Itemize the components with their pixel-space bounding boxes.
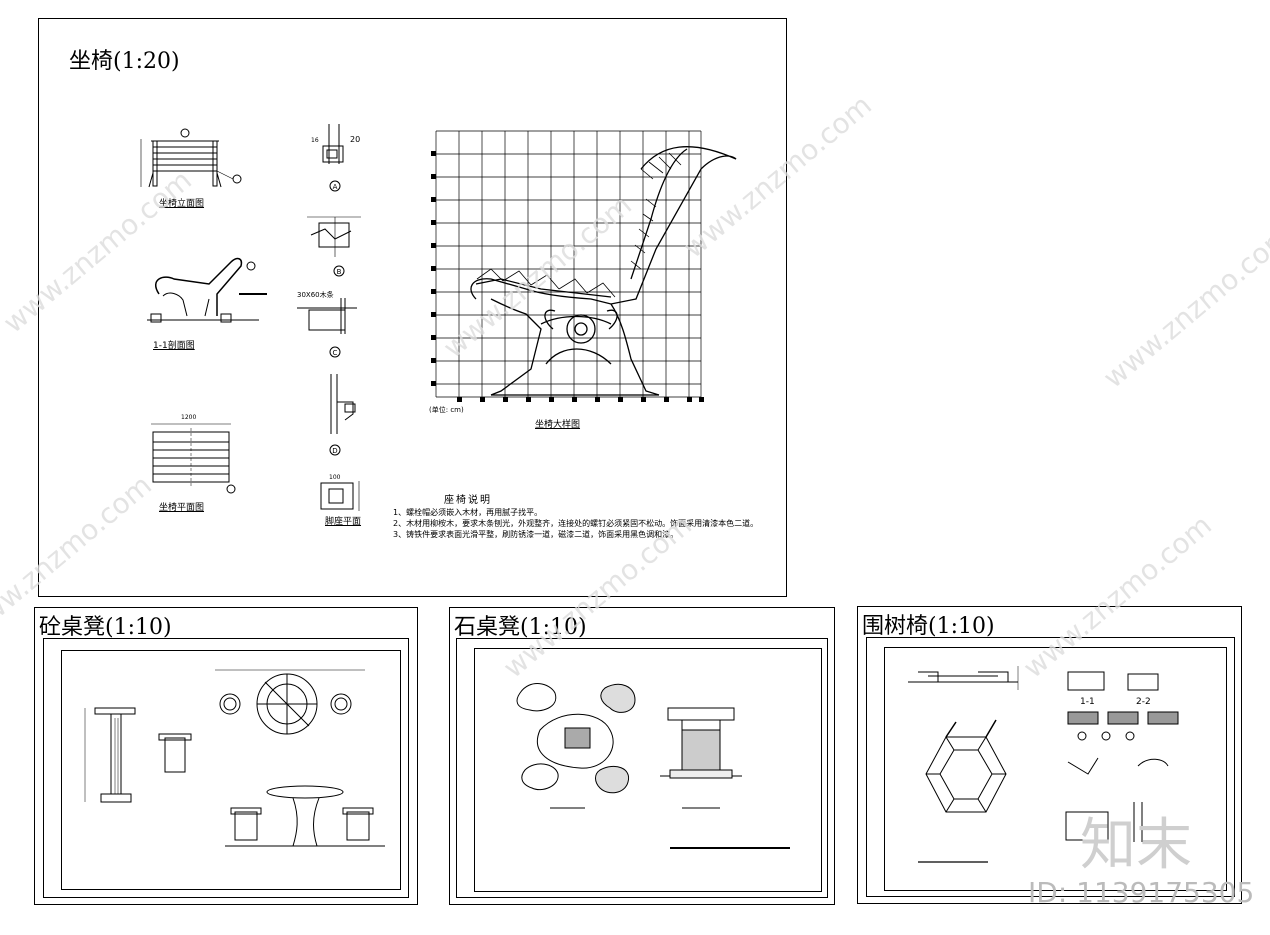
detail-c-dim: 30X60木条 (297, 291, 334, 299)
bench-plan-drawing (151, 423, 236, 494)
tree-bench-drawings (908, 666, 1179, 863)
notes-block: 1、螺栓帽必须嵌入木材，再用腻子找平。 2、木材用柳桉木，要求木条刨光，外观整齐… (393, 507, 758, 540)
tree-inner-frame (866, 637, 1235, 897)
stone-table-sheet: 石桌凳(1:10) (449, 607, 835, 905)
tree-label-2-2: 2-2 (1136, 697, 1151, 707)
foot-plan-dim: 100 (329, 474, 341, 481)
detail-b-drawing: B (307, 216, 361, 277)
bench-detail-grid (431, 130, 737, 402)
detail-unit-label: (单位: cm) (429, 406, 464, 414)
watermark-id: ID: 1139175305 (1028, 876, 1255, 909)
foot-plan-drawing (320, 481, 360, 511)
concrete-sheet-title: 砼桌凳(1:10) (39, 615, 172, 640)
section-label: 1-1剖面图 (153, 341, 195, 351)
stone-table-drawings (516, 683, 790, 849)
concrete-drawing-frame (61, 650, 401, 890)
tree-sheet-title: 围树椅(1:10) (862, 614, 995, 639)
detail-d-drawing: D (329, 374, 356, 456)
plan-label: 坐椅平面图 (159, 503, 205, 513)
bench-elevation-drawing (140, 128, 242, 188)
stone-drawing-frame (474, 648, 822, 892)
elevation-label: 坐椅立面图 (159, 199, 205, 209)
note-2: 2、木材用柳桉木，要求木条刨光，外观整齐，连接处的螺钉必须紧固不松动。饰面采用清… (393, 519, 759, 528)
detail-a-dim-20: 20 (350, 135, 361, 144)
svg-text:D: D (332, 447, 337, 455)
bench-section-drawing (147, 257, 267, 323)
svg-text:B: B (337, 268, 342, 276)
concrete-inner-frame (43, 638, 409, 898)
concrete-table-drawings (84, 669, 385, 847)
plan-width-dim: 1200 (181, 414, 197, 421)
detail-c-drawing: C (297, 298, 357, 358)
stone-sheet-title: 石桌凳(1:10) (454, 615, 587, 640)
svg-text:A: A (333, 183, 338, 191)
note-3: 3、铸铁件要求表面光滑平整，刷防锈漆一道，磁漆二道，饰面采用黑色调和漆。 (393, 530, 679, 539)
stone-inner-frame (456, 638, 828, 898)
tree-label-1-1: 1-1 (1080, 697, 1095, 707)
detail-label: 坐椅大样图 (535, 420, 581, 430)
detail-a-drawing: A (322, 124, 344, 192)
tree-bench-sheet: 围树椅(1:10) 1-1 2-2 (857, 606, 1242, 904)
notes-title: 座椅说明 (444, 495, 492, 506)
concrete-table-sheet: 砼桌凳(1:10) (34, 607, 418, 905)
detail-a-dim-16: 16 (311, 137, 319, 144)
watermark-logo: 知末 (1080, 813, 1192, 878)
foot-plan-label: 脚座平面 (325, 517, 362, 527)
main-drawing-sheet: 坐椅(1:20) 坐椅立面图 1-1剖面图 (38, 18, 787, 597)
main-sheet-title: 坐椅(1:20) (69, 49, 180, 74)
note-1: 1、螺栓帽必须嵌入木材，再用腻子找平。 (393, 508, 543, 517)
watermark-text-4: www.znzmo.com (1096, 218, 1270, 395)
tree-drawing-frame (884, 647, 1227, 891)
svg-text:C: C (333, 349, 338, 357)
